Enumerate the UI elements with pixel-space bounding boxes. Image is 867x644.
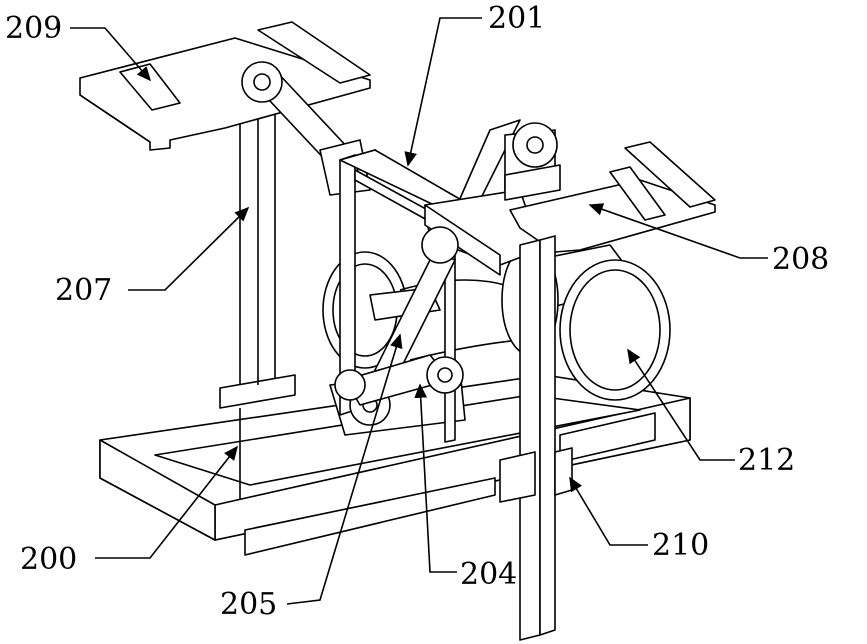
label-205: 205 <box>220 590 277 620</box>
label-212: 212 <box>738 446 795 476</box>
label-208: 208 <box>772 245 829 275</box>
label-204: 204 <box>460 560 517 590</box>
label-200: 200 <box>20 545 77 575</box>
label-201: 201 <box>488 4 545 34</box>
label-210: 210 <box>652 531 709 561</box>
label-209: 209 <box>5 14 62 44</box>
label-207: 207 <box>55 276 112 306</box>
